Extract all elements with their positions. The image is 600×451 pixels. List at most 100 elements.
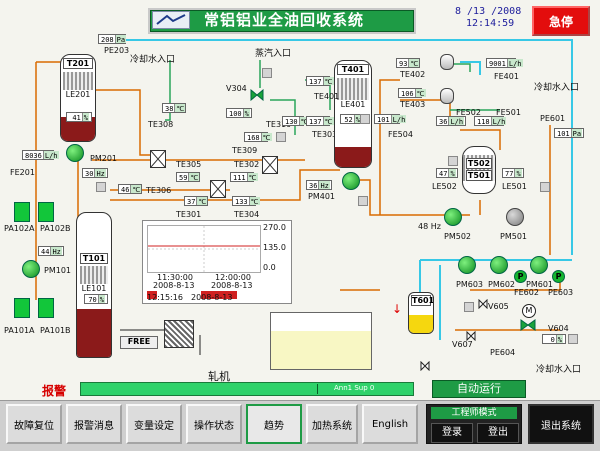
tank-t101-label: T101	[80, 253, 108, 264]
v605-toggle[interactable]	[464, 302, 474, 312]
valve-icon[interactable]	[420, 356, 430, 375]
pump-pm603[interactable]	[458, 256, 476, 274]
alarm-bar-text: Ann1 Sup 0	[317, 384, 430, 394]
cooling-inlet-label-1: 冷却水入口	[130, 55, 176, 65]
te310-value: 130℃	[282, 116, 310, 126]
le401-label: LE401	[340, 100, 366, 109]
tank-t201[interactable]: T201 LE201	[60, 54, 96, 142]
pm502-label: PM502	[444, 232, 471, 241]
variable-setting-button[interactable]: 变量设定	[126, 404, 182, 444]
pe604-label: PE604	[490, 348, 516, 357]
le502-value: 47%	[436, 168, 458, 178]
te302-label: TE302	[234, 160, 260, 169]
alarm-message-button[interactable]: 报警消息	[66, 404, 122, 444]
v605-label: V605	[488, 302, 509, 311]
pe603-label: PE603	[548, 288, 574, 297]
te303-label: TE303	[312, 130, 338, 139]
exit-system-button[interactable]: 退出系统	[528, 404, 594, 444]
heat-exchanger-icon	[440, 88, 454, 104]
fault-reset-button[interactable]: 故障复位	[6, 404, 62, 444]
free-indicator: FREE	[120, 336, 158, 349]
flow-arrow-icon: ↓	[392, 302, 403, 316]
valve-icon[interactable]	[478, 294, 488, 313]
valve-icon[interactable]	[520, 316, 536, 335]
motor-m-icon: M	[522, 304, 536, 318]
operation-state-button[interactable]: 操作状态	[186, 404, 242, 444]
pump-pm401[interactable]	[342, 172, 360, 190]
emergency-stop-button[interactable]: 急停	[532, 6, 590, 36]
te306-value: 46℃	[118, 184, 142, 194]
v604-toggle[interactable]	[568, 334, 578, 344]
pm401-toggle[interactable]	[358, 196, 368, 206]
trend-y-mid: 135.0	[263, 243, 286, 252]
tank-t101[interactable]: T101 LE101	[76, 212, 112, 358]
valve-icon[interactable]	[250, 86, 264, 105]
t501-toggle[interactable]	[540, 182, 550, 192]
cooling-inlet-label-3: 冷却水入口	[536, 365, 582, 375]
v304-toggle[interactable]	[262, 68, 272, 78]
pump-pm601[interactable]	[530, 256, 548, 274]
v304-percent-value: 100%	[226, 108, 252, 118]
trend-button[interactable]: 趋势	[246, 404, 302, 444]
company-logo-icon	[152, 11, 190, 29]
login-button[interactable]: 登录	[431, 423, 473, 443]
trend-t2: 12:00:00	[215, 273, 251, 282]
pump-pa101b[interactable]	[38, 298, 54, 318]
filter-icon	[164, 320, 194, 348]
valve-icon[interactable]	[466, 326, 476, 345]
te301-label: TE301	[176, 210, 202, 219]
t502-toggle[interactable]	[448, 156, 458, 166]
tank-t601[interactable]: T601	[408, 292, 434, 334]
le501-label: LE501	[502, 182, 527, 191]
alarm-status-bar[interactable]: Ann1 Sup 0	[80, 382, 414, 396]
pump-pm501[interactable]	[506, 208, 524, 226]
te308-value: 38℃	[162, 103, 186, 113]
pump-pa102b[interactable]	[38, 202, 54, 222]
pump-pm502[interactable]	[444, 208, 462, 226]
pa102a-label: PA102A	[4, 224, 35, 233]
pump-pm101[interactable]	[22, 260, 40, 278]
tank-t502-t501[interactable]: T502 T501	[462, 146, 496, 194]
pm603-label: PM603	[456, 280, 483, 289]
te304-value: 133℃	[232, 196, 260, 206]
trend-t1: 11:30:00	[157, 273, 193, 282]
pe601-label: PE601	[540, 114, 566, 123]
pressure-p-icon: P	[552, 270, 565, 283]
te310-label: TE310	[266, 120, 292, 129]
engineer-mode-panel: 工程师模式 登录 登出	[426, 404, 522, 444]
current-time: 12:14:59	[466, 18, 515, 29]
te303b-value: 137℃	[306, 76, 334, 86]
te402-label: TE402	[400, 70, 426, 79]
trend-panel[interactable]: 270.0 135.0 0.0 11:30:00 2008-8-13 12:00…	[142, 220, 292, 304]
logout-button[interactable]: 登出	[477, 423, 519, 443]
heater-toggle[interactable]	[276, 132, 286, 142]
pump-pm602[interactable]	[490, 256, 508, 274]
pump-pm201[interactable]	[66, 144, 84, 162]
auto-run-indicator: 自动运行	[432, 380, 526, 398]
te309-label: TE309	[232, 146, 258, 155]
pe604-value: 0%	[542, 334, 566, 344]
pump-pa102a[interactable]	[14, 202, 30, 222]
v604-label: V604	[548, 324, 569, 333]
te305-label: TE305	[176, 160, 202, 169]
pump-pa101a[interactable]	[14, 298, 30, 318]
current-date: 8 /13 /2008	[455, 6, 522, 17]
english-button[interactable]: English	[362, 404, 418, 444]
heating-system-button[interactable]: 加热系统	[306, 404, 358, 444]
t401-toggle[interactable]	[360, 114, 370, 124]
v607-label: V607	[452, 340, 473, 349]
te309-value: 168℃	[244, 132, 272, 142]
pm201-toggle[interactable]	[96, 182, 106, 192]
title-bar	[148, 8, 416, 34]
collection-tank	[270, 312, 372, 370]
pm101-label: PM101	[44, 266, 71, 275]
le201-value: 41%	[66, 112, 92, 122]
tank-t501-label: T501	[466, 170, 492, 181]
